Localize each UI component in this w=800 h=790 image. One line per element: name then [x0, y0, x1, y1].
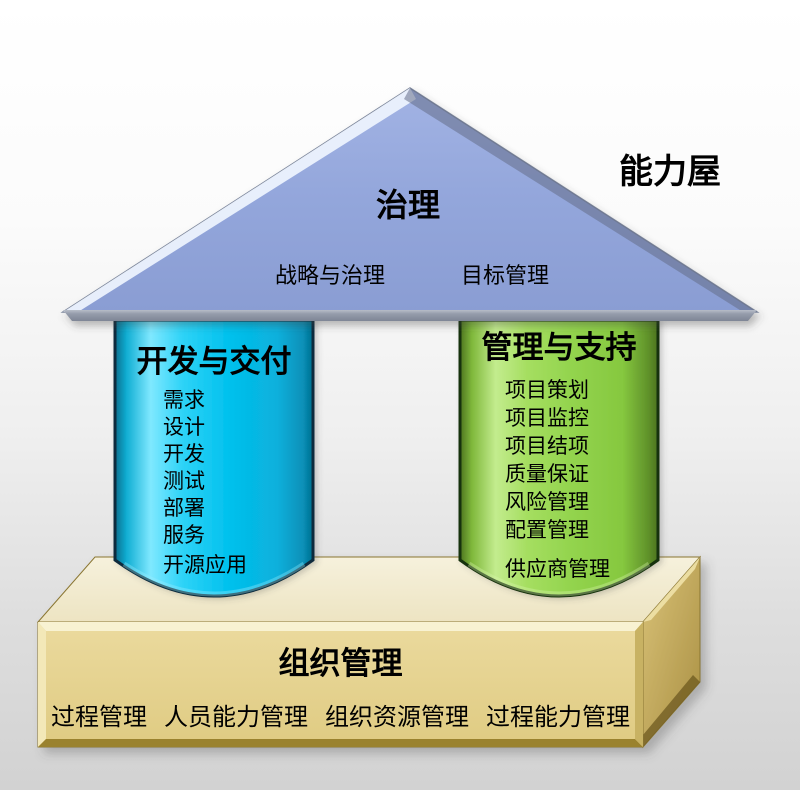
list-item: 项目结项 — [505, 434, 589, 458]
list-item: 组织资源管理 — [325, 703, 469, 731]
list-item: 部署 — [163, 496, 205, 520]
list-item: 开发 — [163, 442, 205, 466]
left-pillar-title: 开发与交付 — [136, 344, 292, 380]
list-item: 过程管理 — [51, 703, 147, 731]
list-item: 开源应用 — [163, 553, 247, 577]
list-item: 服务 — [163, 523, 205, 547]
diagram-title: 能力屋 — [619, 152, 721, 192]
roof-eave-band — [63, 310, 757, 321]
list-item: 质量保证 — [505, 462, 589, 486]
left-pillar-bottom-highlight — [122, 561, 306, 597]
left-pillar-items: 需求 设计 开发 测试 部署 服务 开源应用 — [163, 387, 247, 579]
base-box-right-face-shadow — [643, 675, 700, 747]
list-item: 配置管理 — [505, 518, 589, 542]
list-item: 需求 — [163, 388, 205, 412]
base-box-bevel-left — [38, 622, 46, 747]
roof-sublabel-strategy: 战略与治理 — [274, 264, 385, 289]
roof-left-edge-highlight — [63, 88, 416, 312]
list-item: 供应商管理 — [505, 557, 610, 581]
right-pillar-title: 管理与支持 — [481, 330, 637, 366]
base-title: 组织管理 — [278, 646, 403, 682]
pillars — [113, 318, 660, 598]
list-item: 测试 — [163, 469, 205, 493]
base-box-bevel-bottom — [38, 739, 643, 747]
roof-label: 治理 — [375, 186, 440, 224]
list-item: 风险管理 — [505, 490, 589, 514]
list-item: 项目策划 — [505, 378, 589, 402]
list-item: 人员能力管理 — [164, 703, 308, 731]
base-items-row: 过程管理 人员能力管理 组织资源管理 过程能力管理 — [38, 697, 643, 732]
right-pillar-bottom-highlight — [467, 561, 651, 597]
roof-sublabel-goals: 目标管理 — [460, 264, 549, 289]
roof-right-edge-shadow — [404, 88, 757, 312]
roof — [60, 87, 760, 321]
base-box-bevel-top — [38, 622, 643, 631]
base-box-right-face-highlight — [643, 557, 700, 622]
base-box-front-face — [37, 621, 644, 748]
list-item: 项目监控 — [505, 406, 589, 430]
base-box-bevel-right — [635, 622, 643, 747]
list-item: 设计 — [163, 415, 205, 439]
right-pillar-items: 项目策划 项目监控 项目结项 质量保证 风险管理 配置管理 供应商管理 — [505, 376, 610, 583]
list-item: 过程能力管理 — [486, 703, 630, 731]
